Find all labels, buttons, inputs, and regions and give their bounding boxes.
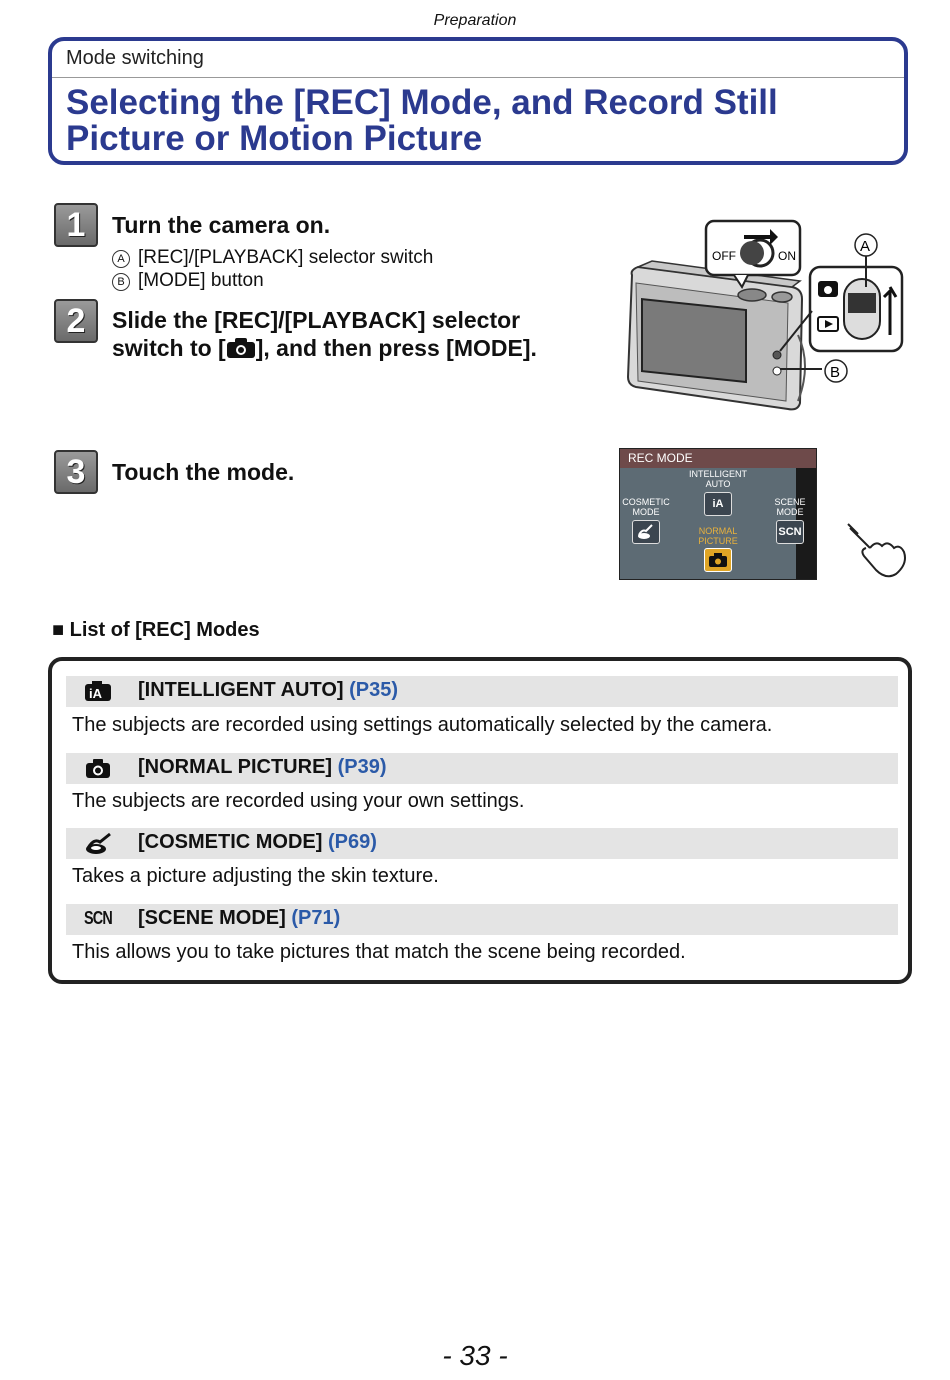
cosmetic-icon [638,524,653,539]
label-line: SCENE [774,497,806,507]
screen-header: REC MODE [620,449,816,468]
hand-touch-icon [847,523,906,578]
mark-b: B [112,273,130,291]
label-line: PICTURE [698,536,738,546]
page-reference-link[interactable]: (P69) [328,831,377,853]
off-label: OFF [712,249,736,263]
page-number: - 33 - [442,1340,508,1371]
page-reference-link[interactable]: (P35) [349,679,399,701]
screen-normal-picture-icon[interactable] [704,548,732,572]
camera-icon [709,553,727,567]
ia-icon-text: iA [89,686,103,701]
camera-icon [226,338,255,358]
mark-a: A [112,250,130,268]
title-box: Mode switching Selecting the [REC] Mode,… [48,37,908,165]
step-1-note-b: B [MODE] button [112,270,264,292]
step-2-number: 2 [54,299,98,343]
mark-a-figure: A [860,238,870,255]
screen-cosmetic-icon[interactable] [632,520,660,544]
mode-title: [NORMAL PICTURE] [138,756,333,778]
page-subtitle: Mode switching [66,47,204,69]
mode-title: [SCENE MODE] [138,907,286,929]
step-1-number: 1 [54,203,98,247]
on-label: ON [778,249,796,263]
mode-name: [INTELLIGENT AUTO] (P35) [138,679,398,702]
rec-modes-list: iA [INTELLIGENT AUTO] (P35) The subjects… [48,657,912,984]
screen-intelligent-auto-icon[interactable]: iA [704,492,732,516]
mode-name: [COSMETIC MODE] (P69) [138,831,377,854]
step-2-text: Slide the [REC]/[PLAYBACK] selector swit… [112,306,592,362]
label-line: COSMETIC [622,497,670,507]
label-line: MODE [632,507,660,517]
mode-description: This allows you to take pictures that ma… [72,941,686,963]
label-line: AUTO [705,479,731,489]
scene-icon: SCN [84,908,113,928]
step-2-text-after: ], and then press [MODE]. [255,335,537,361]
step-1-text: Turn the camera on. [112,212,331,238]
step-2-text-before: Slide the [REC]/[PLAYBACK] selector swit… [112,307,521,361]
list-heading: ■ List of [REC] Modes [52,619,260,641]
page-reference-link[interactable]: (P39) [337,756,387,778]
step-3-text: Touch the mode. [112,459,295,485]
intelligent-auto-icon: iA [84,680,114,704]
page-reference-link[interactable]: (P71) [291,907,341,929]
camera-icon [84,757,114,781]
step-3-number: 3 [54,450,98,494]
mode-name: [SCENE MODE] (P71) [138,907,340,930]
mode-header-scene: SCN [SCENE MODE] (P71) [66,904,898,935]
mode-description: The subjects are recorded using your own… [72,790,525,812]
page-title: Selecting the [REC] Mode, and Record Sti… [66,83,778,158]
label-line: INTELLIGENT [688,469,747,479]
mode-header-cosmetic: [COSMETIC MODE] (P69) [66,828,898,859]
screen-side-bar [796,468,816,579]
screen-scene-icon[interactable]: SCN [776,520,804,544]
mode-name: [NORMAL PICTURE] (P39) [138,756,387,779]
label-line: NORMAL [698,526,738,536]
note-a-text: [REC]/[PLAYBACK] selector switch [138,247,434,268]
mode-header-normal-picture: [NORMAL PICTURE] (P39) [66,753,898,784]
cosmetic-icon [84,832,114,856]
camera-illustration: OFF ON A B [626,219,904,411]
note-b-text: [MODE] button [138,270,264,291]
mode-title: [INTELLIGENT AUTO] [138,679,344,701]
mode-header-intelligent-auto: iA [INTELLIGENT AUTO] (P35) [66,676,898,707]
mode-title: [COSMETIC MODE] [138,831,323,853]
mark-b-figure: B [830,364,840,381]
step-1-note-a: A [REC]/[PLAYBACK] selector switch [112,247,433,269]
label-line: MODE [776,507,804,517]
mode-description: Takes a picture adjusting the skin textu… [72,865,439,887]
title-divider [52,77,904,78]
mode-description: The subjects are recorded using settings… [72,714,773,736]
section-label: Preparation [433,12,517,29]
